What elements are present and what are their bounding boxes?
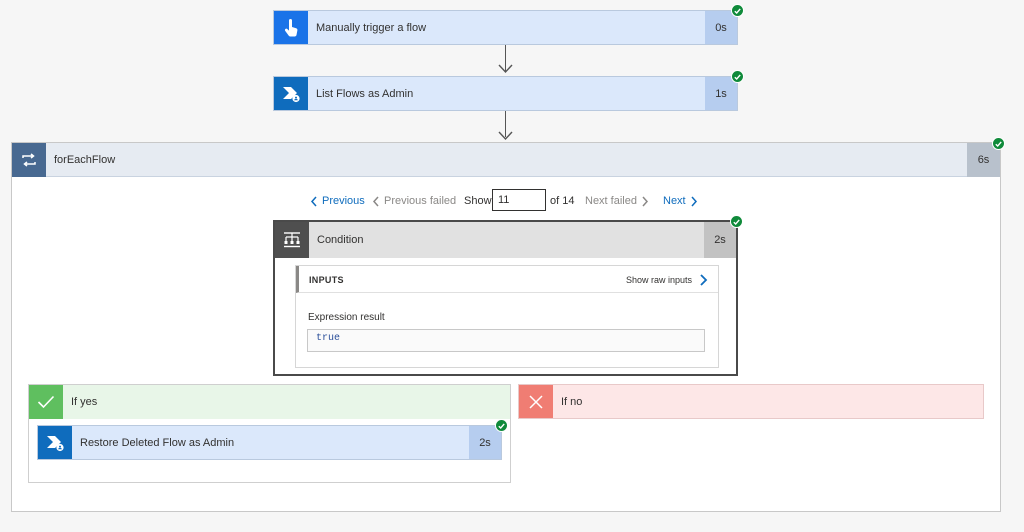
show-raw-inputs-link[interactable]: Show raw inputs bbox=[626, 266, 708, 293]
condition-icon bbox=[275, 222, 309, 258]
if-yes-header[interactable]: If yes bbox=[29, 385, 510, 419]
condition-card: Condition 2s INPUTS Show raw inputs Expr… bbox=[273, 220, 738, 376]
chevron-left-icon bbox=[310, 196, 317, 206]
touch-trigger-icon bbox=[274, 11, 308, 44]
chevron-left-icon bbox=[372, 196, 379, 206]
step-title: Manually trigger a flow bbox=[316, 21, 427, 34]
power-automate-admin-icon bbox=[274, 77, 308, 110]
previous-failed-label: Previous failed bbox=[384, 195, 457, 207]
inputs-label: INPUTS bbox=[309, 274, 344, 285]
close-icon bbox=[519, 385, 553, 418]
chevron-right-icon bbox=[700, 273, 708, 286]
connector-line bbox=[505, 111, 506, 137]
chevron-right-icon bbox=[691, 196, 697, 206]
next-label: Next bbox=[663, 195, 686, 207]
inputs-panel: INPUTS Show raw inputs Expression result… bbox=[295, 265, 719, 368]
show-label: Show bbox=[464, 195, 492, 207]
step-list-flows[interactable]: List Flows as Admin 1s bbox=[273, 76, 738, 111]
step-title: Restore Deleted Flow as Admin bbox=[80, 436, 235, 449]
success-check-icon bbox=[730, 215, 743, 228]
step-duration: 0s bbox=[705, 11, 737, 44]
next-failed-label: Next failed bbox=[585, 195, 637, 207]
if-yes-label: If yes bbox=[71, 396, 98, 408]
success-check-icon bbox=[731, 70, 744, 83]
arrow-down-icon bbox=[498, 131, 513, 141]
arrow-down-icon bbox=[498, 64, 513, 74]
step-restore-deleted-flow[interactable]: Restore Deleted Flow as Admin 2s bbox=[37, 425, 502, 460]
success-check-icon bbox=[495, 419, 508, 432]
condition-duration: 2s bbox=[704, 222, 736, 258]
if-no-label: If no bbox=[561, 395, 583, 408]
expression-result-label: Expression result bbox=[308, 312, 385, 323]
success-check-icon bbox=[731, 4, 744, 17]
chevron-right-icon bbox=[642, 196, 648, 206]
next-failed-button[interactable]: Next failed bbox=[585, 192, 649, 210]
condition-title: Condition bbox=[317, 234, 364, 246]
checkmark-icon bbox=[29, 385, 63, 419]
connector-line bbox=[505, 45, 506, 71]
show-raw-inputs-label: Show raw inputs bbox=[625, 274, 692, 285]
foreach-title: forEachFlow bbox=[54, 154, 116, 166]
expression-result-value: true bbox=[307, 329, 705, 352]
success-check-icon bbox=[992, 137, 1005, 150]
next-button[interactable]: Next bbox=[663, 192, 698, 210]
of-total-label: of 14 bbox=[550, 195, 575, 207]
iteration-input[interactable] bbox=[492, 189, 546, 211]
step-duration: 2s bbox=[469, 426, 501, 459]
foreach-header[interactable]: forEachFlow 6s bbox=[12, 143, 1000, 177]
previous-failed-button[interactable]: Previous failed bbox=[372, 192, 456, 210]
step-duration: 1s bbox=[705, 77, 737, 110]
if-no-branch[interactable]: If no bbox=[518, 384, 984, 419]
previous-button[interactable]: Previous bbox=[310, 192, 365, 210]
loop-icon bbox=[12, 143, 46, 177]
power-automate-admin-icon bbox=[38, 426, 72, 459]
step-manual-trigger[interactable]: Manually trigger a flow 0s bbox=[273, 10, 738, 45]
condition-header[interactable]: Condition 2s bbox=[275, 222, 736, 258]
inputs-header: INPUTS Show raw inputs bbox=[296, 266, 718, 293]
previous-label: Previous bbox=[322, 195, 365, 207]
step-title: List Flows as Admin bbox=[316, 87, 414, 100]
